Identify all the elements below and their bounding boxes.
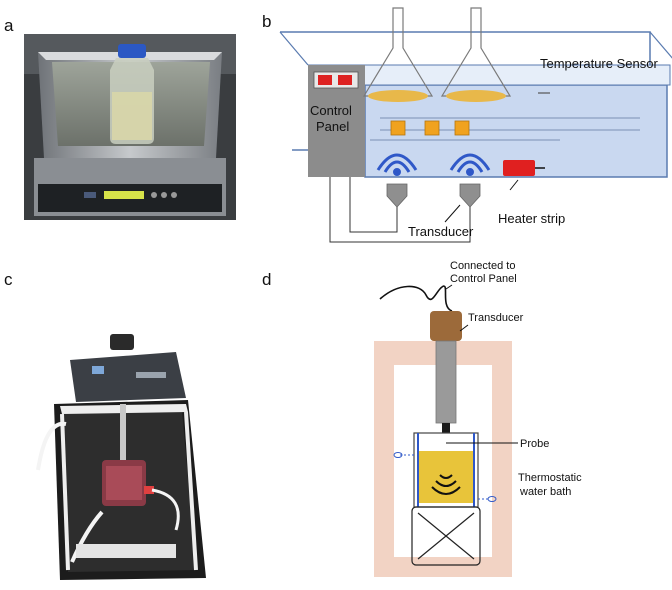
probe-rod <box>435 340 457 424</box>
panel-d-letter: d <box>262 270 272 289</box>
control-panel-label-1: Control <box>310 103 352 118</box>
panel-b-letter: b <box>262 12 272 31</box>
heater-icon <box>503 160 535 176</box>
sample-blocks <box>390 120 470 136</box>
thermostatic-label-2: water bath <box>519 486 571 498</box>
flask-icon <box>362 7 512 97</box>
panel-a-letter: a <box>4 16 14 35</box>
enclosure <box>374 341 512 577</box>
connected-label-2: Control Panel <box>450 273 517 285</box>
thermostatic-label-1: Thermostatic <box>518 472 582 484</box>
panel-c-photo <box>36 300 212 582</box>
bottle-cap <box>118 44 146 58</box>
transducer-label: Transducer <box>408 224 474 239</box>
heater-strip-label: Heater strip <box>498 211 565 226</box>
panel-d-diagram: Connected to Control Panel Transducer Pr… <box>374 260 582 577</box>
control-panel-label-2: Panel <box>316 119 349 134</box>
connected-label-1: Connected to <box>450 260 515 272</box>
stir-plate-icon <box>411 506 481 566</box>
ultrasound-wave-icon <box>376 153 491 176</box>
panel-a-photo <box>24 34 236 220</box>
panel-b-diagram: Control Panel Temperature Sensor <box>279 7 672 243</box>
transducer-label-d: Transducer <box>468 312 524 324</box>
transducer-cap <box>430 311 462 341</box>
ultrasound-wave-icon <box>431 474 461 495</box>
temperature-sensor-label: Temperature Sensor <box>540 56 658 71</box>
panel-c-letter: c <box>4 270 13 289</box>
transducer-icon <box>386 183 481 208</box>
probe-label: Probe <box>520 438 549 450</box>
